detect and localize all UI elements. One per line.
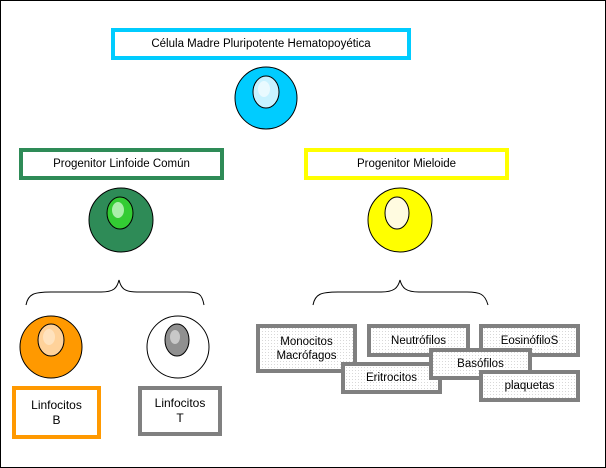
monocytes-line2: Macrófagos [276, 349, 337, 362]
b-cell-icon [19, 315, 83, 379]
myeloid-progenitor-box [304, 148, 509, 180]
eosinophils-text: EosinófiloS [500, 334, 559, 347]
lymphoid-progenitor-cell-icon [88, 187, 154, 253]
lymphoid-progenitor-box [19, 148, 224, 180]
myeloid-progenitor-text: Progenitor Mieloide [356, 158, 457, 170]
t-lymphocyte-label: Linfocitos T [144, 392, 216, 430]
myeloid-brace [312, 279, 489, 306]
lymphoid-progenitor-text: Progenitor Linfoide Común [53, 158, 190, 170]
lymphoid-progenitor-label: Progenitor Linfoide Común [25, 154, 218, 174]
monocytes-box [256, 324, 357, 373]
t-cell-icon [146, 315, 210, 379]
b-lymphocyte-line1: Linfocitos [31, 397, 82, 412]
neutrophils-box [367, 324, 470, 357]
monocytes-label: Monocitos Macrófagos [262, 330, 351, 367]
b-lymphocyte-label: Linfocitos B [18, 392, 95, 433]
platelets-label: plaquetas [485, 376, 574, 396]
eosinophils-label: EosinófiloS [485, 330, 574, 351]
basophils-text: Basófilos [457, 358, 504, 370]
stem-cell-box [111, 28, 411, 60]
t-lymphocyte-box [138, 386, 222, 436]
stem-cell-text: Célula Madre Pluripotente Hematopoyética [151, 38, 371, 50]
platelets-box [479, 370, 580, 402]
neutrophils-text: Neutrófilos [391, 334, 446, 347]
myeloid-progenitor-label: Progenitor Mieloide [310, 154, 503, 174]
basophils-label: Basófilos [435, 354, 526, 374]
monocytes-line1: Monocitos [280, 335, 333, 348]
b-lymphocyte-line2: B [52, 412, 61, 427]
erythrocytes-text: Eritrocitos [365, 372, 418, 384]
myeloid-progenitor-cell-icon [367, 187, 433, 253]
platelets-text: plaquetas [504, 380, 555, 392]
b-lymphocyte-box [12, 386, 101, 439]
stem-cell-icon [234, 66, 298, 130]
lymphoid-brace [25, 279, 205, 306]
t-lymphocyte-line2: T [176, 411, 184, 425]
stem-cell-label: Célula Madre Pluripotente Hematopoyética [117, 34, 405, 54]
t-lymphocyte-line1: Linfocitos [154, 396, 206, 410]
neutrophils-label: Neutrófilos [373, 330, 464, 351]
erythrocytes-label: Eritrocitos [347, 368, 436, 388]
